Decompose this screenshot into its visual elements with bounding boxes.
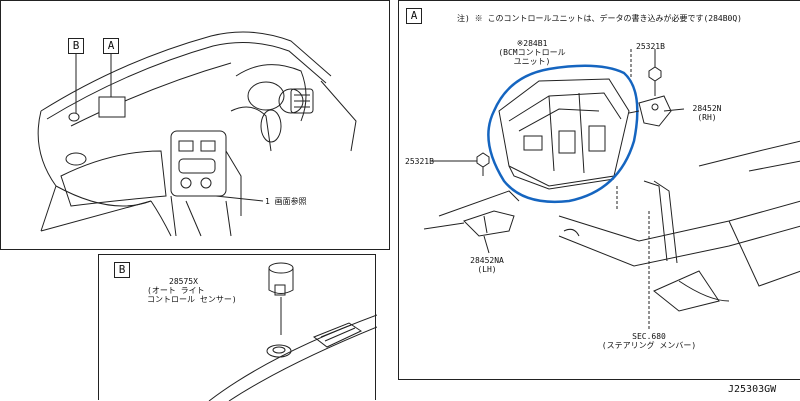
- callout-b: B: [68, 38, 84, 54]
- bracket-rh-side: (RH): [697, 113, 717, 122]
- bracket-rh-number: 28452N: [692, 104, 722, 113]
- dashboard-drawing: [37, 31, 357, 237]
- callout-a: A: [103, 38, 119, 54]
- footnote: 注) ※ このコントロールユニットは、データの書き込みが必要です(284B0Q): [457, 14, 742, 23]
- sensor-name-line1: (オート ライト: [147, 286, 205, 295]
- bracket-lh-side: (LH): [477, 265, 497, 274]
- bolt-top-number: 25321B: [636, 42, 665, 51]
- detail-a-label: A: [406, 8, 422, 24]
- right-panel: A 注) ※ このコントロールユニットは、データの書き込みが必要です(284B0…: [398, 0, 800, 380]
- detail-b-label: B: [114, 262, 130, 278]
- bcm-name-line1: (BCMコントロール: [498, 48, 566, 57]
- sensor-part-number: 28575X: [169, 277, 198, 286]
- section-ref: SEC.680: [632, 332, 666, 341]
- bcm-name-line2: ユニット): [513, 57, 551, 66]
- bcm-part-number: ※284B1: [516, 39, 548, 48]
- section-name: (ステアリング メンバー): [601, 341, 697, 350]
- bcm-drawing: [423, 49, 800, 331]
- reference-note: 1 画面参照: [265, 197, 307, 206]
- sensor-name-line2: コントロール センサー): [147, 295, 237, 304]
- bcm-highlight-outline: [487, 64, 639, 203]
- bottom-panel: B 28575X (オート ライト コントロール センサー): [98, 254, 377, 401]
- diagram-code: J25303GW: [728, 384, 777, 395]
- left-panel: B A 1 画面参照: [0, 0, 390, 250]
- bracket-lh-number: 28452NA: [470, 256, 504, 265]
- bolt-left-number: 25321B: [405, 157, 434, 166]
- sensor-drawing: [208, 262, 377, 401]
